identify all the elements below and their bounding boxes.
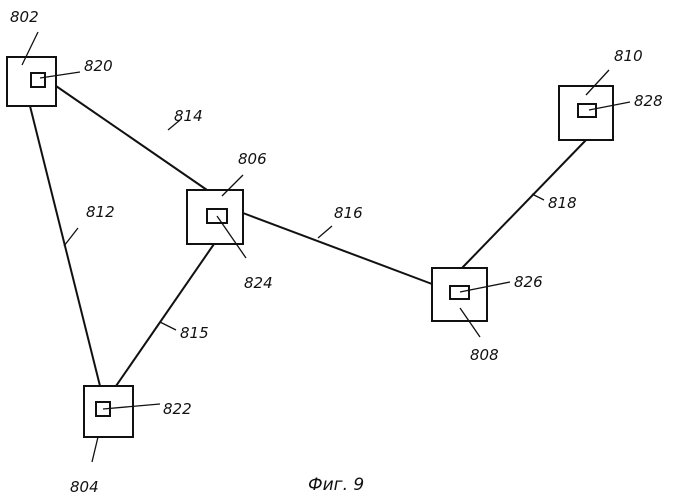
label-808: 808 <box>470 346 499 364</box>
figure-caption: Фиг. 9 <box>308 475 364 495</box>
node-806 <box>187 190 243 244</box>
label-816: 816 <box>334 204 363 222</box>
leader-815 <box>160 322 176 330</box>
component-826-box <box>450 286 469 299</box>
label-806: 806 <box>238 150 267 168</box>
node-808 <box>432 268 487 321</box>
label-815: 815 <box>180 324 209 342</box>
link-802-806 <box>56 86 207 190</box>
label-826: 826 <box>514 273 543 291</box>
label-810: 810 <box>614 47 643 65</box>
leader-818 <box>532 194 544 200</box>
label-822: 822 <box>163 400 192 418</box>
label-828: 828 <box>634 92 663 110</box>
label-802: 802 <box>10 8 39 26</box>
link-806-804 <box>116 244 214 386</box>
label-820: 820 <box>84 57 113 75</box>
label-812: 812 <box>86 203 115 221</box>
leader-812 <box>64 228 78 246</box>
node-804 <box>84 386 133 437</box>
label-824: 824 <box>244 274 273 292</box>
node-802 <box>7 57 56 106</box>
link-802-804 <box>30 106 100 386</box>
leader-804 <box>92 437 98 462</box>
label-804: 804 <box>70 478 99 496</box>
label-818: 818 <box>548 194 577 212</box>
component-828-box <box>578 104 596 117</box>
component-820-box <box>31 73 45 87</box>
leader-816 <box>318 226 332 238</box>
label-814: 814 <box>174 107 203 125</box>
